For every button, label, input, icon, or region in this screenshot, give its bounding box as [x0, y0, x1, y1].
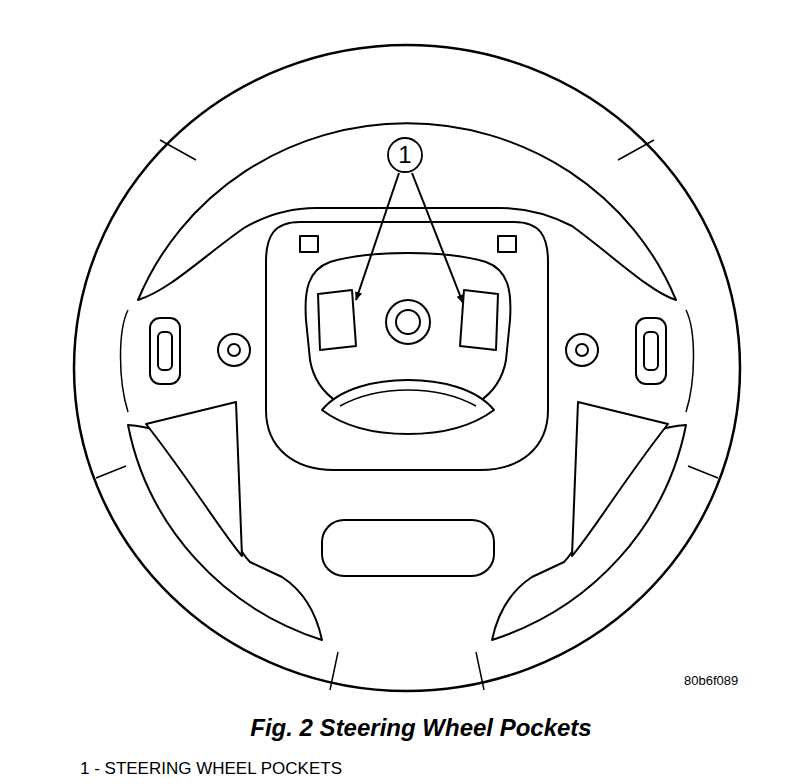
round-control-left	[218, 334, 250, 366]
hub-housing	[266, 222, 548, 470]
round-control-right-center	[576, 344, 588, 356]
lower-pad-left	[146, 402, 242, 556]
bottom-spoke-cutout	[322, 520, 494, 576]
side-switch-left-rocker	[158, 332, 172, 370]
hub-lower-cutout	[322, 380, 494, 434]
hub-center-outer	[386, 300, 430, 344]
legend-key-text: 1 - STEERING WHEEL POCKETS	[80, 759, 342, 779]
steering-wheel-pocket-right	[460, 290, 498, 350]
figure-code: 80b6f089	[684, 674, 738, 689]
rim-outer	[74, 45, 740, 691]
callout-number: 1	[398, 141, 411, 169]
lower-pad-right	[572, 402, 668, 556]
side-switch-right	[636, 318, 666, 384]
round-control-left-center	[228, 344, 240, 356]
steering-wheel-pocket-left	[318, 290, 356, 350]
wheel-drawing	[74, 45, 740, 691]
callout-circle	[388, 138, 422, 172]
figure-caption: Fig. 2 Steering Wheel Pockets	[250, 714, 591, 742]
side-switch-left	[150, 318, 180, 384]
hub-center-nut	[396, 310, 420, 334]
leader-line	[412, 173, 463, 303]
hub-cutout-inner	[340, 390, 476, 406]
hub-tab-right	[498, 236, 516, 252]
rim-seams	[96, 140, 718, 690]
side-switch-right-rocker	[644, 332, 658, 370]
round-control-right	[566, 334, 598, 366]
leader-line	[356, 173, 399, 300]
hub-tab-left	[300, 236, 318, 252]
